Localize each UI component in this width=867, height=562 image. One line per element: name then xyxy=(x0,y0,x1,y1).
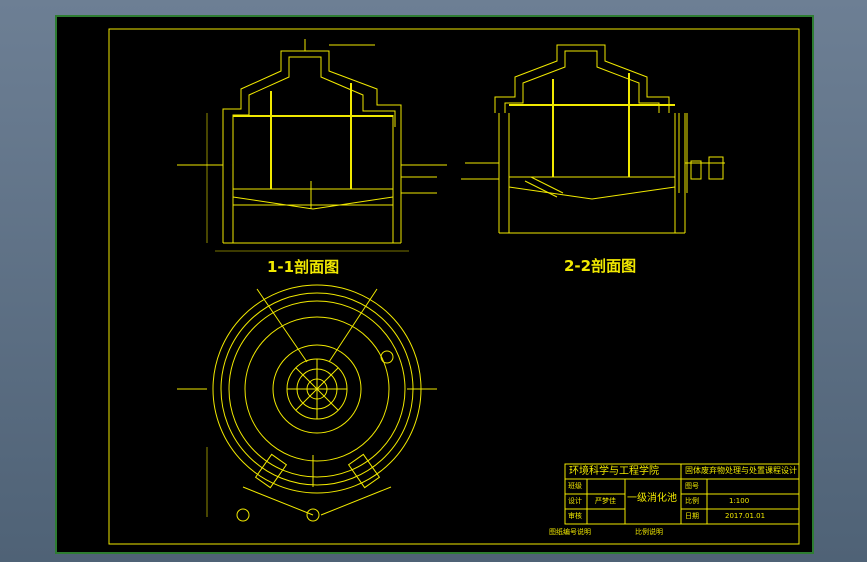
title-block-label-reviewer: 审核 xyxy=(568,512,582,520)
section-2-2-view xyxy=(461,44,725,234)
cad-viewport[interactable]: 1-1剖面图 2-2剖面图 环境科学与工程学院 固体废弃物处理与处置课程设计 一… xyxy=(55,15,814,554)
title-block-label-class: 班级 xyxy=(568,482,582,490)
drawing-border xyxy=(108,28,800,545)
title-block-label-drawing-no: 图号 xyxy=(685,482,699,490)
section-1-1-view xyxy=(177,39,447,252)
title-block-designer: 严梦佳 xyxy=(595,497,616,505)
section-1-1-title: 1-1剖面图 xyxy=(267,258,340,276)
section-2-2-title: 2-2剖面图 xyxy=(564,257,637,275)
title-block-label-designer: 设计 xyxy=(568,497,582,505)
title-block-lines xyxy=(564,463,800,525)
cad-drawing xyxy=(108,28,800,545)
title-block-scale: 1:100 xyxy=(729,497,750,505)
title-block-label-date: 日期 xyxy=(685,512,699,520)
title-block-drawing-name: 一级消化池 xyxy=(627,493,677,504)
title-block-label-scale: 比例 xyxy=(685,497,699,505)
plan-view xyxy=(177,284,437,522)
footer-mid-note: 比例说明 xyxy=(635,528,663,536)
title-block-school: 环境科学与工程学院 xyxy=(569,466,659,477)
title-block-date: 2017.01.01 xyxy=(725,512,766,520)
title-block-project: 固体废弃物处理与处置课程设计 xyxy=(685,466,797,475)
footer-left-note: 图纸编号说明 xyxy=(549,528,591,536)
